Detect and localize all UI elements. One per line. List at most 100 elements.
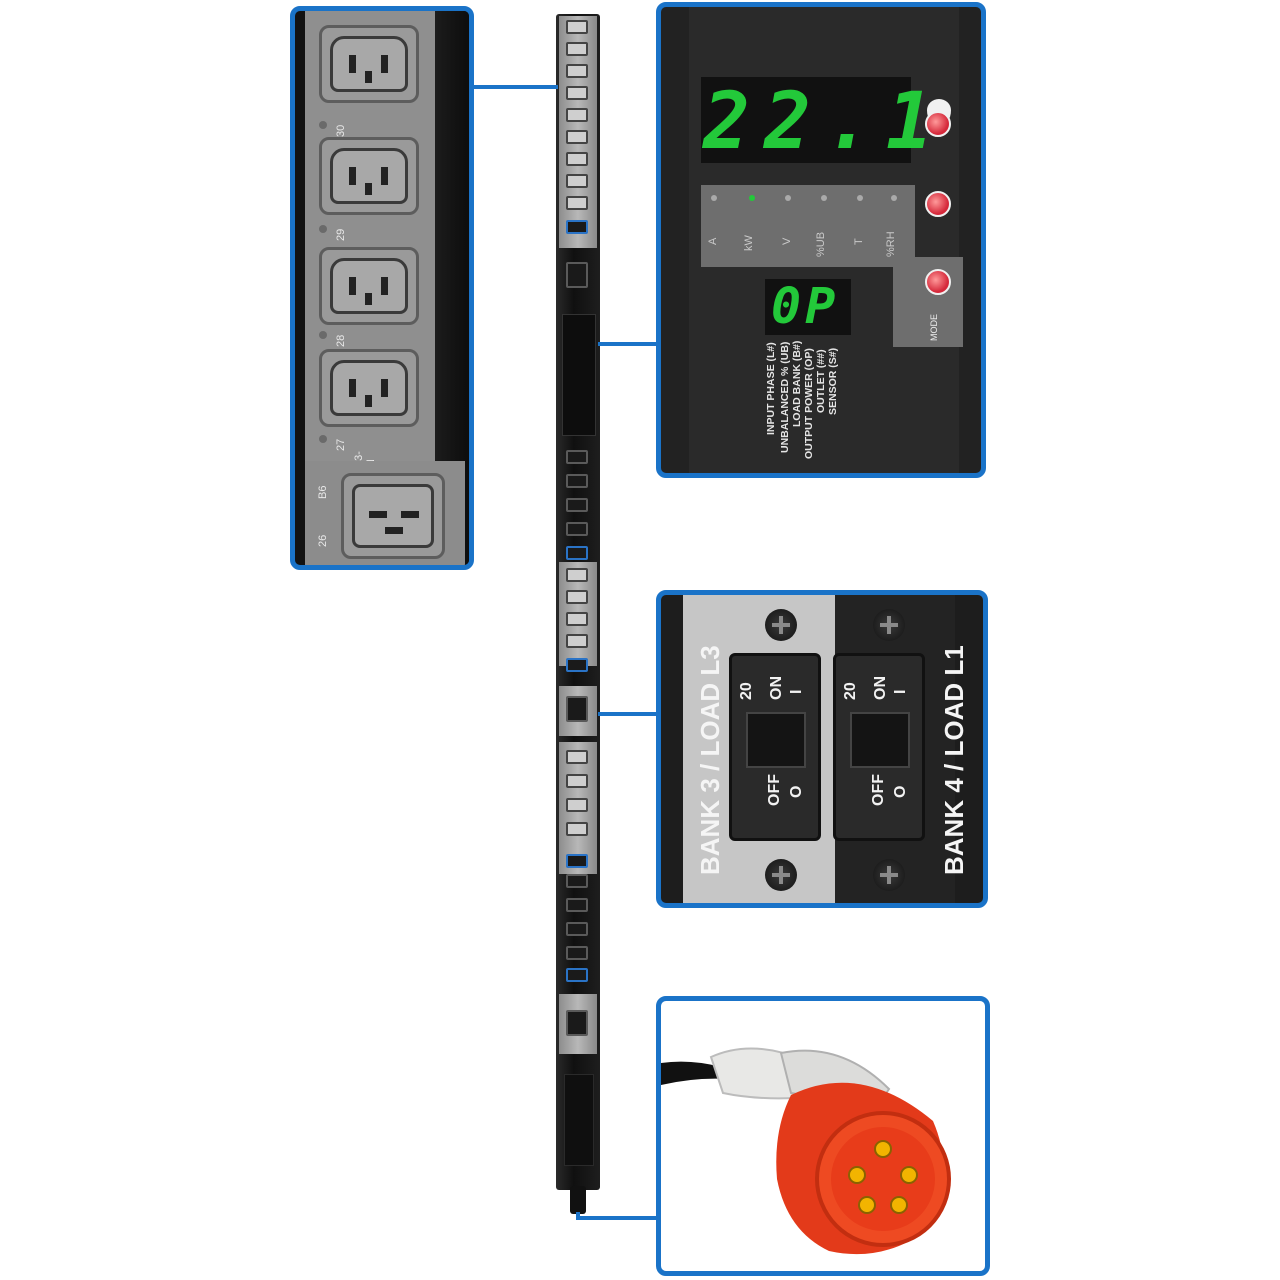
pdu-outlet — [566, 612, 588, 626]
breaker-on-symbol: I — [788, 689, 805, 694]
c19-outlet-26 — [341, 473, 445, 559]
pdu-outlet — [566, 522, 588, 536]
breaker-closeup-panel: BANK 3 / LOAD L3 BANK 4 / LOAD L1 20 ON … — [656, 590, 988, 908]
outlet-closeup-panel: 30 29 28 27 L3- N B6 26 — [290, 6, 474, 570]
indicator-led-a — [711, 195, 717, 201]
pdu-outlet — [566, 42, 588, 56]
breaker-rating: 20 — [738, 682, 755, 700]
indicator-label-kw: kW — [743, 235, 755, 251]
main-led-readout: 22.1 — [703, 77, 947, 167]
pdu-outlet — [566, 64, 588, 78]
breaker-on-label: ON — [768, 676, 785, 700]
plug-closeup-panel — [656, 996, 990, 1276]
pdu-power-cord — [570, 1186, 586, 1214]
indicator-led-kw — [749, 195, 755, 201]
legend-unbalanced: UNBALANCED % (UB) — [779, 341, 791, 453]
pdu-breaker — [566, 1010, 588, 1036]
connector-breakers — [598, 712, 660, 716]
breaker-off-symbol: O — [788, 785, 805, 798]
legend-input-phase: INPUT PHASE (L#) — [765, 342, 777, 435]
pdu-outlet — [566, 898, 588, 912]
down-button[interactable] — [925, 191, 951, 217]
outlet-led — [319, 331, 327, 339]
mode-button[interactable] — [925, 269, 951, 295]
indicator-led-ub — [821, 195, 827, 201]
indicator-label-v: V — [781, 237, 793, 245]
legend-sensor: SENSOR (S#) — [827, 347, 839, 415]
indicator-label-rh: %RH — [885, 231, 897, 257]
breaker-bank3[interactable]: 20 ON I OFF O — [729, 653, 821, 841]
c13-outlet-30 — [319, 25, 419, 103]
breaker-bank4[interactable]: 20 ON I OFF O — [833, 653, 925, 841]
pdu-outlet — [566, 130, 588, 144]
led-digit-window — [701, 77, 911, 163]
legend-outlet: OUTLET (##) — [815, 349, 827, 413]
legend-load-bank: LOAD BANK (B#) — [791, 340, 803, 427]
pdu-breaker — [566, 262, 588, 288]
pdu-outlet — [566, 822, 588, 836]
pdu-c19-outlet — [566, 658, 588, 672]
connector-plug — [576, 1216, 660, 1220]
pdu-outlet — [566, 798, 588, 812]
breaker-toggle[interactable] — [746, 712, 806, 768]
iec-plug-icon — [661, 1047, 951, 1255]
breaker-toggle[interactable] — [850, 712, 910, 768]
pdu-outlet — [566, 922, 588, 936]
mode-band — [893, 257, 963, 347]
pdu-c19-outlet — [566, 220, 588, 234]
indicator-label-a: A — [707, 237, 719, 245]
up-button[interactable] — [925, 111, 951, 137]
pdu-strip — [556, 14, 600, 1190]
outlet-led — [319, 121, 327, 129]
breaker-on-symbol: I — [892, 689, 909, 694]
screw-icon — [765, 859, 797, 891]
pdu-outlet — [566, 450, 588, 464]
outlet-number-28: 28 — [335, 334, 347, 347]
pdu-breaker — [566, 696, 588, 722]
outlet-number-27: 27 — [335, 438, 347, 451]
pdu-outlet — [566, 474, 588, 488]
indicator-led-rh — [891, 195, 897, 201]
pdu-outlet — [566, 20, 588, 34]
outlet-led — [319, 225, 327, 233]
indicator-label-t: T — [853, 238, 865, 245]
pdu-label-plate — [564, 1074, 594, 1166]
display-closeup-panel: 22.1 MODE A kW V %UB T %RH 0P INPUT PHAS… — [656, 2, 986, 478]
mode-led-readout: 0P — [771, 277, 840, 335]
breaker-off-symbol: O — [892, 785, 909, 798]
pdu-outlet — [566, 174, 588, 188]
pdu-outlet — [566, 108, 588, 122]
indicator-led-t — [857, 195, 863, 201]
bank-label: B6 — [317, 485, 329, 499]
pdu-outlet — [566, 590, 588, 604]
pdu-outlet — [566, 946, 588, 960]
pdu-outlet — [566, 634, 588, 648]
connector-outlets — [472, 85, 558, 89]
pdu-c19-outlet — [566, 968, 588, 982]
screw-icon — [765, 609, 797, 641]
outlet-number-30: 30 — [335, 124, 347, 137]
screw-icon — [873, 609, 905, 641]
pdu-outlet — [566, 874, 588, 888]
pdu-outlet — [566, 196, 588, 210]
mode-led-window — [765, 279, 851, 335]
bank3-label: BANK 3 / LOAD L3 — [695, 645, 725, 875]
c13-outlet-27 — [319, 349, 419, 427]
outlet-number-26: 26 — [317, 534, 329, 547]
breaker-rating: 20 — [842, 682, 859, 700]
c13-outlet-29 — [319, 137, 419, 215]
outlet-led — [319, 435, 327, 443]
pdu-outlet — [566, 498, 588, 512]
pdu-outlet — [566, 152, 588, 166]
pdu-outlet — [566, 774, 588, 788]
breaker-off-label: OFF — [870, 774, 887, 806]
pdu-outlet — [566, 750, 588, 764]
bank4-label: BANK 4 / LOAD L1 — [939, 645, 969, 875]
pdu-outlet — [566, 568, 588, 582]
indicator-band — [701, 185, 915, 267]
pdu-display-module — [562, 314, 596, 436]
pdu-c19-outlet — [566, 546, 588, 560]
outlet-number-29: 29 — [335, 228, 347, 241]
connector-display — [598, 342, 660, 346]
pdu-outlet — [566, 86, 588, 100]
